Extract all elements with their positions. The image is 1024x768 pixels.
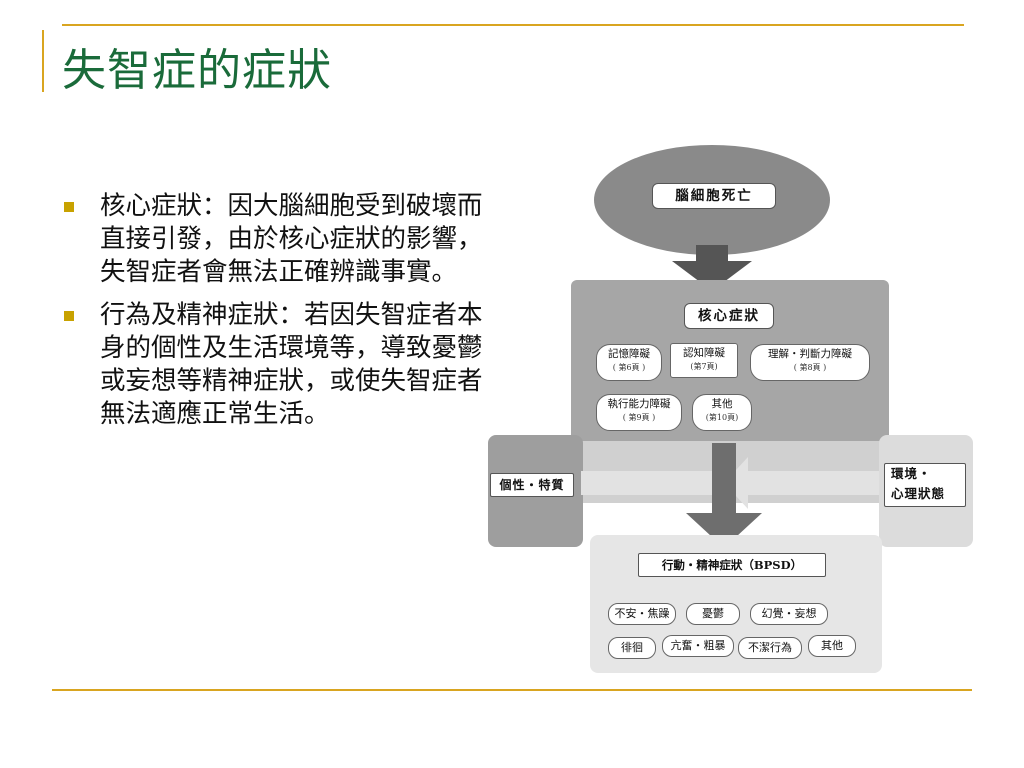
brain-cell-death-label: 腦細胞死亡: [652, 183, 776, 209]
bpsd-item-wandering: 徘徊: [608, 637, 656, 659]
pill-page: ( 第6頁 ): [612, 363, 646, 372]
bullet-text: 行為及精神症狀：若因失智症者本身的個性及生活環境等，導致憂鬱或妄想等精神症狀，或…: [100, 300, 483, 429]
pill-page: (第10頁): [705, 413, 739, 422]
title-rule-top: [62, 24, 964, 26]
pill-execution: 執行能力障礙 ( 第9頁 ): [596, 394, 682, 431]
bpsd-item-depression: 憂鬱: [686, 603, 740, 625]
pill-label: 其他: [711, 398, 733, 410]
core-symptoms-label: 核心症狀: [684, 303, 774, 329]
pill-other-core: 其他 (第10頁): [692, 394, 752, 431]
bullet-bpsd-symptoms: 行為及精神症狀：若因失智症者本身的個性及生活環境等，導致憂鬱或妄想等精神症狀，或…: [62, 299, 487, 431]
footer-rule: [52, 689, 972, 691]
personality-label: 個性・特質: [490, 473, 574, 497]
pill-cognition: 認知障礙 (第7頁): [670, 343, 738, 378]
pill-page: (第7頁): [690, 362, 718, 371]
environment-label: 環境・ 心理狀態: [884, 463, 966, 507]
pill-memory: 記憶障礙 ( 第6頁 ): [596, 344, 662, 381]
right-arrow-left: [581, 457, 738, 509]
bullet-list: 核心症狀：因大腦細胞受到破壞而直接引發，由於核心症狀的影響，失智症者會無法正確辨…: [62, 190, 487, 441]
square-bullet-icon: [64, 311, 74, 321]
pill-label: 記憶障礙: [608, 348, 650, 360]
bpsd-item-other: 其他: [808, 635, 856, 657]
bpsd-item-hallucination: 幻覺・妄想: [750, 603, 828, 625]
pill-label: 理解・判斷力障礙: [768, 348, 852, 360]
pill-label: 執行能力障礙: [607, 398, 671, 410]
pill-page: ( 第9頁 ): [622, 413, 656, 422]
symptom-diagram: 腦細胞死亡 核心症狀 記憶障礙 ( 第6頁 ) 認知障礙 (第7頁) 理解・判斷…: [486, 143, 976, 678]
environment-line1: 環境・: [891, 466, 932, 481]
slide-title: 失智症的症狀: [62, 45, 332, 96]
down-arrow-top: [672, 245, 752, 291]
bpsd-label: 行動・精神症狀（BPSD）: [638, 553, 826, 577]
square-bullet-icon: [64, 202, 74, 212]
down-arrow-center: [686, 443, 762, 548]
title-rule-left: [42, 30, 44, 92]
left-arrow-right: [724, 457, 879, 509]
bpsd-item-anxiety: 不安・焦躁: [608, 603, 676, 625]
bullet-core-symptoms: 核心症狀：因大腦細胞受到破壞而直接引發，由於核心症狀的影響，失智症者會無法正確辨…: [62, 190, 487, 289]
pill-page: ( 第8頁 ): [793, 363, 827, 372]
bpsd-item-agitation: 亢奮・粗暴: [662, 635, 734, 657]
pill-label: 認知障礙: [683, 347, 725, 359]
environment-line2: 心理狀態: [891, 486, 946, 501]
pill-judgment: 理解・判斷力障礙 ( 第8頁 ): [750, 344, 870, 381]
bpsd-item-unclean: 不潔行為: [738, 637, 802, 659]
bullet-text: 核心症狀：因大腦細胞受到破壞而直接引發，由於核心症狀的影響，失智症者會無法正確辨…: [100, 191, 483, 287]
